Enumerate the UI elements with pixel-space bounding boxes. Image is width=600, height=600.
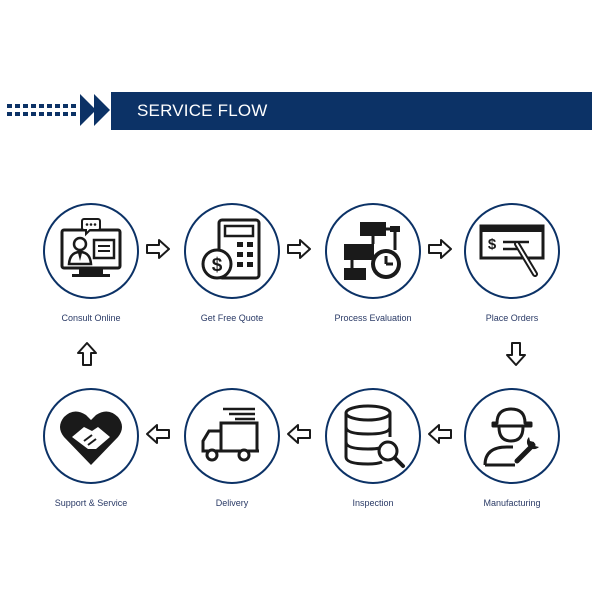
svg-text:$: $ — [212, 255, 223, 276]
step-label: Process Evaluation — [334, 313, 412, 323]
step-label: Manufacturing — [483, 498, 541, 508]
step-circle — [43, 388, 139, 484]
step-label: Consult Online — [61, 313, 121, 323]
online-consult-icon — [60, 218, 122, 277]
calculator-quote-icon: $ — [201, 218, 261, 280]
database-search-icon — [344, 404, 405, 468]
step-label: Place Orders — [485, 313, 539, 323]
step-circle — [325, 388, 421, 484]
page-title: SERVICE FLOW — [137, 101, 268, 120]
step-circle — [325, 203, 421, 299]
step-label: Get Free Quote — [200, 313, 264, 323]
process-flowchart-icon — [344, 222, 401, 280]
step-circle — [43, 203, 139, 299]
header-dash-decoration — [7, 104, 76, 116]
arrow-left-icon — [428, 424, 452, 444]
worker-wrench-icon — [483, 407, 539, 467]
svg-text:$: $ — [488, 236, 497, 253]
step-circle: $ — [464, 203, 560, 299]
step-label: Inspection — [352, 498, 394, 508]
arrow-up-icon — [77, 342, 97, 366]
arrow-left-icon — [287, 424, 311, 444]
handshake-heart-icon — [60, 411, 122, 465]
arrow-down-icon — [506, 342, 526, 366]
delivery-truck-icon — [201, 407, 259, 462]
arrow-right-icon — [146, 239, 170, 259]
arrow-left-icon — [146, 424, 170, 444]
step-label: Support & Service — [54, 498, 128, 508]
step-circle — [464, 388, 560, 484]
check-signing-icon: $ — [479, 224, 545, 277]
step-label: Delivery — [215, 498, 249, 508]
double-chevron-icon — [80, 94, 110, 126]
step-circle: $ — [184, 203, 280, 299]
arrow-right-icon — [287, 239, 311, 259]
arrow-right-icon — [428, 239, 452, 259]
step-circle — [184, 388, 280, 484]
header-banner: SERVICE FLOW — [111, 92, 592, 130]
